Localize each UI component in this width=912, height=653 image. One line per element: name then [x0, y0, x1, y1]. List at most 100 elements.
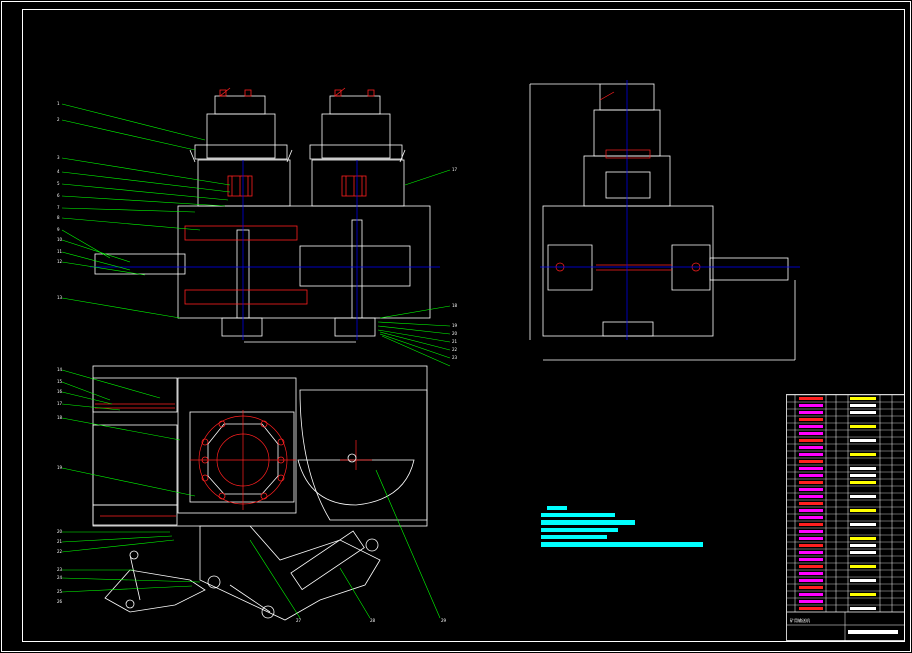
parts-code-cell	[799, 474, 823, 477]
balloon-11: 11	[57, 249, 63, 254]
parts-code-cell	[799, 453, 823, 456]
parts-code-cell	[799, 586, 823, 589]
parts-name-cell	[850, 593, 876, 596]
balloon-b-24: 24	[57, 575, 63, 580]
balloon-b-20: 20	[57, 529, 63, 534]
balloon-r-21: 21	[452, 339, 458, 344]
balloon-r-23: 23	[452, 355, 458, 360]
title-block-caption: 矿用输送机	[790, 617, 810, 623]
parts-name-cell	[850, 579, 876, 582]
parts-name-cell	[850, 565, 876, 568]
balloon-labels: 1 2 3 4 5 6 7 8 9 10 11 12 13 17 18 19 2…	[57, 101, 458, 623]
balloon-b-17: 17	[57, 401, 63, 406]
parts-name-cell	[850, 404, 876, 407]
parts-name-cell	[850, 439, 876, 442]
parts-code-cell	[799, 397, 823, 400]
parts-code-cell	[799, 404, 823, 407]
parts-code-cell	[799, 593, 823, 596]
front-view-leaders	[61, 103, 451, 367]
balloon-b-23: 23	[57, 567, 63, 572]
parts-code-cell	[799, 495, 823, 498]
parts-code-cell	[799, 460, 823, 463]
balloon-3: 3	[57, 155, 60, 160]
parts-name-cell	[850, 551, 876, 554]
balloon-1: 1	[57, 101, 60, 106]
parts-code-cell	[799, 558, 823, 561]
parts-name-cell	[850, 453, 876, 456]
balloon-b-14: 14	[57, 367, 63, 372]
parts-name-cell	[850, 467, 876, 470]
balloon-b-21: 21	[57, 539, 63, 544]
parts-name-cell	[850, 544, 876, 547]
parts-code-cell	[799, 600, 823, 603]
balloon-2: 2	[57, 117, 60, 122]
balloon-r-17: 17	[452, 167, 458, 172]
balloon-8: 8	[57, 215, 60, 220]
side-view-centerlines	[540, 80, 800, 340]
parts-name-cell	[850, 523, 876, 526]
side-view-red	[555, 91, 701, 272]
balloon-12: 12	[57, 259, 63, 264]
parts-code-cell	[799, 446, 823, 449]
balloon-r-20: 20	[452, 331, 458, 336]
parts-name-cell	[850, 397, 876, 400]
parts-code-cell	[799, 544, 823, 547]
parts-code-cell	[799, 481, 823, 484]
parts-code-cell	[799, 488, 823, 491]
parts-name-cell	[850, 425, 876, 428]
parts-code-cell	[799, 572, 823, 575]
parts-code-cell	[799, 439, 823, 442]
parts-code-cell	[799, 418, 823, 421]
parts-code-cell	[799, 579, 823, 582]
balloon-13: 13	[57, 295, 63, 300]
parts-name-cell	[850, 481, 876, 484]
balloon-6: 6	[57, 193, 60, 198]
balloon-b-29: 29	[441, 618, 447, 623]
parts-code-cell	[799, 530, 823, 533]
parts-name-cell	[850, 509, 876, 512]
balloon-b-27: 27	[296, 618, 302, 623]
coupling-hatches	[227, 175, 367, 197]
balloon-r-18: 18	[452, 303, 458, 308]
parts-name-cell	[850, 474, 876, 477]
parts-name-cell	[850, 537, 876, 540]
parts-code-cell	[799, 509, 823, 512]
parts-code-cell	[799, 425, 823, 428]
balloon-b-28: 28	[370, 618, 376, 623]
technical-notes	[541, 506, 703, 547]
balloon-r-22: 22	[452, 347, 458, 352]
balloon-b-18: 18	[57, 415, 63, 420]
parts-name-cell	[850, 495, 876, 498]
bottom-view-bolts	[201, 420, 285, 500]
balloon-5: 5	[57, 181, 60, 186]
front-view	[94, 87, 431, 343]
parts-code-cell	[799, 523, 823, 526]
parts-code-cell	[799, 411, 823, 414]
bottom-view-pivots	[125, 453, 379, 619]
balloon-b-25: 25	[57, 589, 63, 594]
side-view	[529, 83, 796, 361]
parts-code-cell	[799, 551, 823, 554]
parts-code-cell	[799, 432, 823, 435]
parts-code-cell	[799, 467, 823, 470]
balloon-r-19: 19	[452, 323, 458, 328]
balloon-9: 9	[57, 227, 60, 232]
motor-1	[189, 87, 293, 163]
front-view-centerlines	[90, 160, 440, 340]
balloon-b-26: 26	[57, 599, 63, 604]
balloon-4: 4	[57, 169, 60, 174]
parts-code-cell	[799, 516, 823, 519]
balloon-b-19: 19	[57, 465, 63, 470]
balloon-b-16: 16	[57, 389, 63, 394]
parts-name-cell	[850, 607, 876, 610]
balloon-10: 10	[57, 237, 63, 242]
parts-code-cell	[799, 502, 823, 505]
bottom-view-red	[95, 403, 372, 517]
parts-code-cell	[799, 537, 823, 540]
balloon-7: 7	[57, 205, 60, 210]
bottom-view	[92, 365, 428, 621]
parts-name-cell	[850, 411, 876, 414]
motor-2	[309, 87, 406, 163]
